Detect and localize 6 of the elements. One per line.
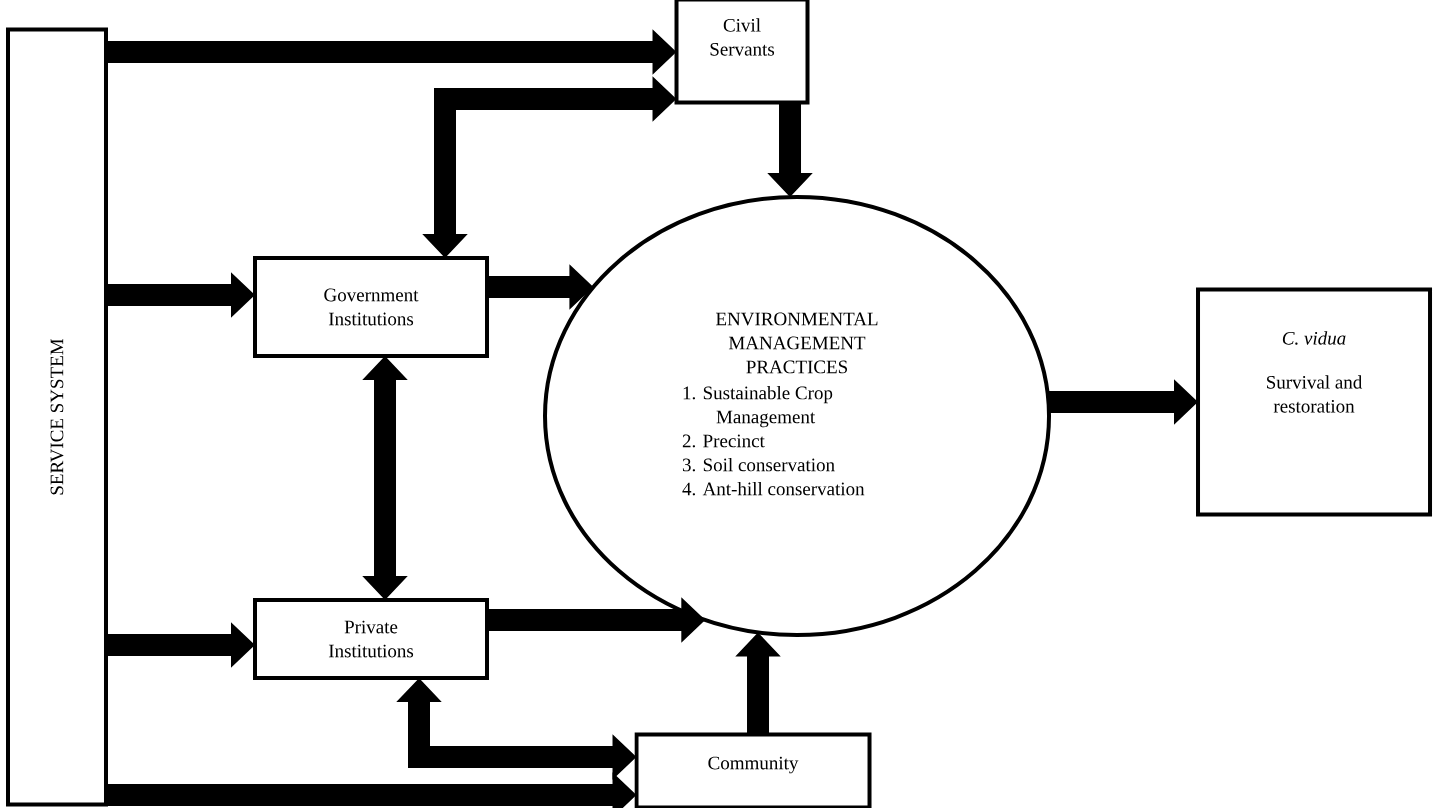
process-box: Private Institutions [253, 598, 489, 680]
process-box: Civil Servants [674, 0, 810, 105]
process-box: Government Institutions [253, 256, 489, 358]
outcome-box: C. vidua Survival and restoration [1196, 287, 1432, 517]
process-box: Community [634, 732, 872, 808]
service-system-box: SERVICE SYSTEM [6, 27, 108, 807]
